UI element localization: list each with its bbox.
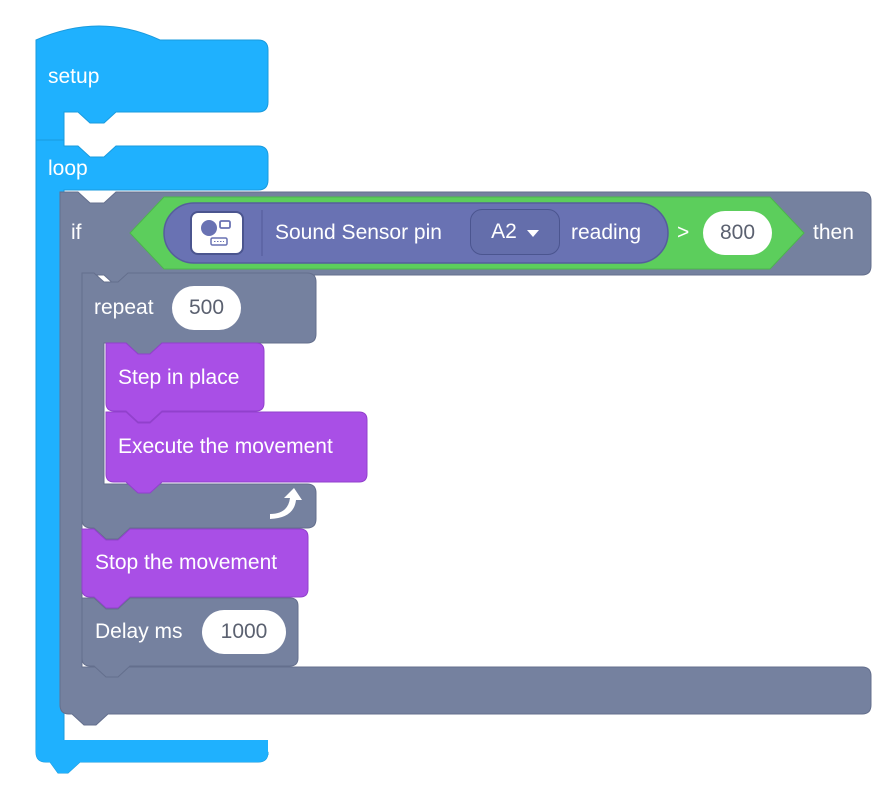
loop-block-footer [36, 740, 268, 773]
repeat-label: repeat [94, 296, 154, 319]
execute-movement-label: Execute the movement [118, 435, 333, 458]
setup-label: setup [48, 65, 100, 88]
if-label: if [71, 221, 82, 244]
repeat-block[interactable] [81, 272, 317, 540]
stop-movement-block[interactable] [81, 528, 309, 609]
compare-value-input[interactable]: 800 [703, 211, 772, 255]
loop-arrow-icon [270, 488, 302, 519]
then-label: then [813, 221, 854, 244]
chevron-down-icon [526, 229, 539, 237]
repeat-count-input[interactable]: 500 [172, 286, 241, 330]
sound-sensor-icon [190, 211, 244, 255]
step-in-place-label: Step in place [118, 366, 240, 389]
sensor-label: Sound Sensor pin [275, 221, 442, 244]
sensor-suffix-label: reading [571, 221, 642, 244]
loop-label: loop [48, 157, 88, 180]
step-in-place-block[interactable] [105, 342, 265, 423]
delay-value-input[interactable]: 1000 [202, 610, 286, 654]
compare-operator: > [677, 221, 690, 244]
execute-movement-block[interactable] [105, 411, 368, 494]
pin-dropdown[interactable]: A2 [470, 209, 560, 255]
stop-movement-label: Stop the movement [95, 551, 278, 574]
delay-label: Delay ms [95, 620, 183, 643]
pin-dropdown-value: A2 [491, 220, 517, 243]
setup-block[interactable] [35, 25, 269, 141]
